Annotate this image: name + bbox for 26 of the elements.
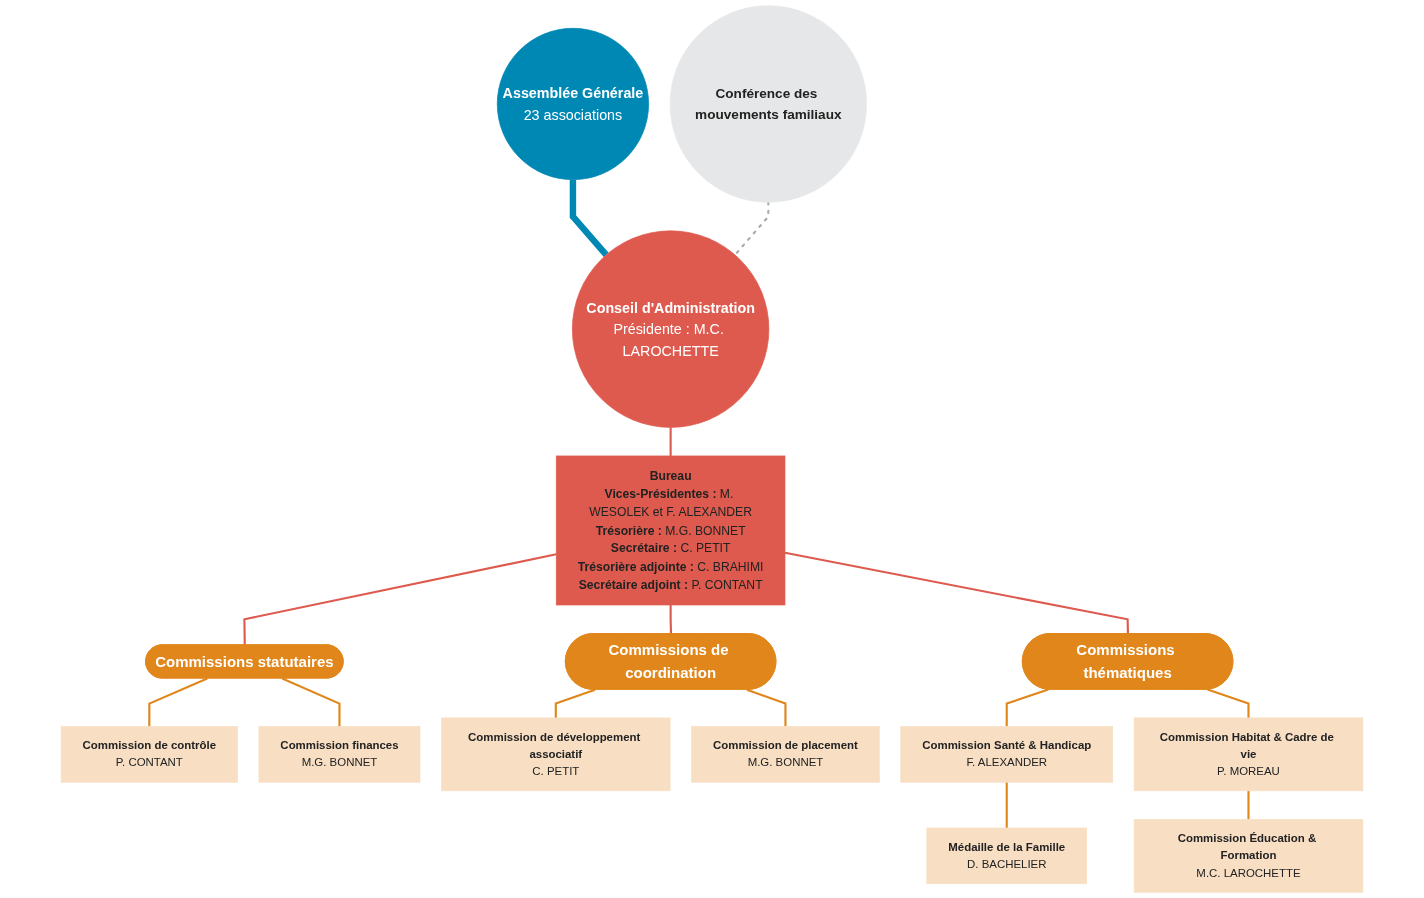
node-box: Commission Santé & Handicap F. ALEXANDER bbox=[900, 726, 1114, 783]
connector bbox=[554, 688, 596, 718]
connector bbox=[733, 201, 770, 256]
connector bbox=[669, 427, 672, 456]
connector bbox=[784, 551, 1130, 634]
connector bbox=[669, 605, 673, 634]
connector bbox=[1207, 688, 1250, 718]
node-box: Médaille de la Famille D. BACHELIER bbox=[926, 827, 1087, 885]
node-circle: Conférence des mouvements familiaux bbox=[669, 5, 867, 203]
connector bbox=[243, 553, 557, 646]
node-circle: Assemblée Générale 23 associations bbox=[496, 27, 649, 181]
node-box: Commission Habitat & Cadre de vie P. MOREAU bbox=[1133, 717, 1364, 792]
connector bbox=[746, 688, 787, 727]
connector bbox=[148, 677, 208, 727]
connector bbox=[569, 179, 609, 257]
node-box: Commission finances M.G. BONNET bbox=[258, 726, 421, 783]
connector bbox=[1005, 782, 1008, 828]
connector bbox=[1247, 790, 1250, 820]
connector bbox=[1005, 688, 1049, 727]
node-box: Bureau Vices-Présidentes : M. WESOLEK et F. ALEXANDER Trésorière : M.G. BONNET Secrétaire : C. PETIT Trésorière adjointe : C. BRAHIMI Secrétaire adjoint : P. CONTANT bbox=[555, 455, 786, 606]
node-box: Commission de contrôle P. CONTANT bbox=[60, 726, 238, 783]
node-box: Commission de développement associatif C. PETIT bbox=[441, 717, 671, 792]
node-box: Commission Éducation & Formation M.C. LAROCHETTE bbox=[1133, 819, 1364, 893]
connector bbox=[281, 677, 341, 727]
node-circle: Conseil d'Administration Présidente : M.C. LAROCHETTE bbox=[572, 230, 770, 428]
node-box: Commission de placement M.G. BONNET bbox=[691, 726, 880, 783]
